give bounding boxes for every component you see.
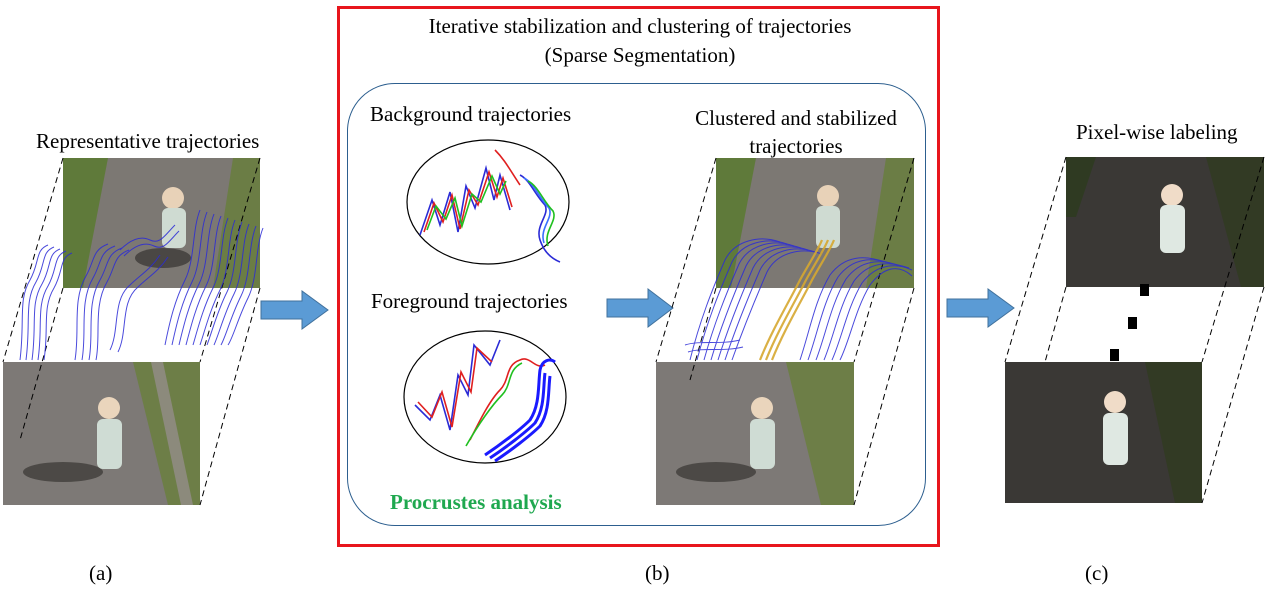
video-frame-b-bottom (656, 362, 854, 505)
panel-b-caption: (b) (645, 561, 670, 585)
video-frame-a-bottom (3, 362, 200, 505)
sparse-segmentation-frame (337, 6, 940, 547)
panel-b-title-line2: (Sparse Segmentation) (544, 43, 736, 67)
panel-a-title: Representative trajectories (36, 129, 260, 153)
panel-c-title: Pixel-wise labeling (1076, 120, 1238, 144)
video-frame-b-top (716, 158, 914, 288)
panel-b-title-line1: Iterative stabilization and clustering o… (428, 14, 852, 38)
foreground-trajectories-label: Foreground trajectories (371, 289, 568, 313)
labeled-frame-top (1066, 157, 1264, 287)
panel-c-caption: (c) (1085, 561, 1109, 585)
inner-rounded-box (347, 83, 926, 526)
video-frame-a-top (63, 158, 260, 288)
background-trajectories-label: Background trajectories (370, 102, 572, 126)
clustered-trajectories-label: Clustered and stabilized trajectories (695, 106, 897, 158)
procrustes-analysis-label: Procrustes analysis (390, 490, 562, 514)
labeled-frame-bottom (1005, 362, 1202, 503)
panel-a-caption: (a) (89, 561, 113, 585)
ellipsis-dot-2 (1128, 317, 1137, 329)
ellipsis-dot-3 (1110, 349, 1119, 361)
